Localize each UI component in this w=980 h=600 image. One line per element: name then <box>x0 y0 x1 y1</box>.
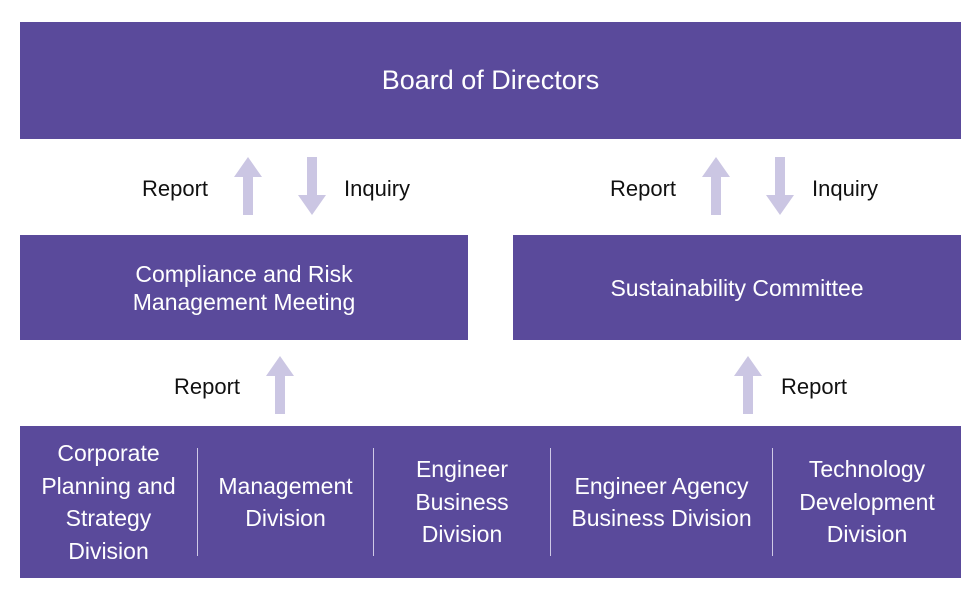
technology-development-division-label: Technology Development Division <box>799 456 935 548</box>
compliance-risk-meeting-box: Compliance and Risk Management Meeting <box>20 235 468 340</box>
up-arrow-icon <box>234 157 262 215</box>
divider <box>550 448 551 556</box>
up-arrow-icon <box>702 157 730 215</box>
division-cell: Engineer Agency Business Division <box>551 426 772 578</box>
report-label-right-top: Report <box>610 176 677 201</box>
division-cell: Corporate Planning and Strategy Division <box>20 426 197 578</box>
report-label-right-bottom: Report <box>781 374 848 399</box>
division-cell: Technology Development Division <box>773 426 961 578</box>
board-of-directors-box: Board of Directors <box>20 22 961 139</box>
division-cell: Engineer Business Division <box>374 426 550 578</box>
up-arrow-icon <box>266 356 294 414</box>
down-arrow-icon <box>766 157 794 215</box>
engineer-business-division-label: Engineer Business Division <box>415 456 509 548</box>
division-cell: Management Division <box>198 426 373 578</box>
up-arrow-icon <box>734 356 762 414</box>
down-arrow-icon <box>298 157 326 215</box>
divider <box>373 448 374 556</box>
inquiry-label-right: Inquiry <box>812 176 879 201</box>
divisions-row: Corporate Planning and Strategy Division… <box>20 426 961 578</box>
corporate-planning-division-label: Corporate Planning and Strategy Division <box>41 440 176 564</box>
compliance-risk-meeting-label: Compliance and Risk Management Meeting <box>132 260 356 315</box>
report-label-left-bottom: Report <box>174 374 241 399</box>
engineer-agency-division-label: Engineer Agency Business Division <box>571 472 752 532</box>
management-division-label: Management Division <box>218 472 353 532</box>
divider <box>197 448 198 556</box>
board-title: Board of Directors <box>381 65 600 95</box>
report-label-left-top: Report <box>142 176 209 201</box>
divider <box>772 448 773 556</box>
sustainability-committee-label: Sustainability Committee <box>610 274 864 301</box>
sustainability-committee-box: Sustainability Committee <box>513 235 961 340</box>
inquiry-label-left: Inquiry <box>344 176 411 201</box>
